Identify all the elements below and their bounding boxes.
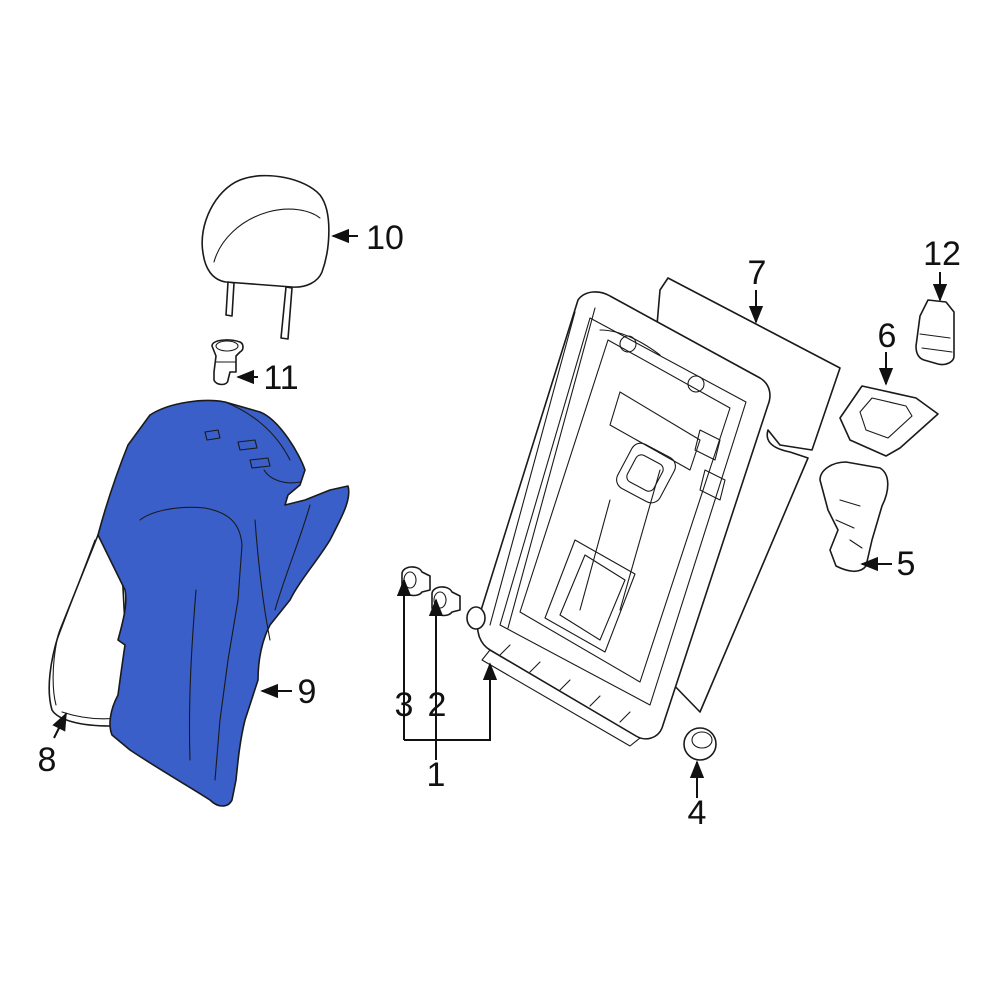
callout-9: 9 [298, 673, 317, 711]
callout-2: 2 [428, 686, 447, 724]
seat-frame[interactable] [466, 291, 771, 747]
callout-1: 1 [427, 756, 446, 794]
bolt-3[interactable] [401, 566, 431, 597]
bracket[interactable] [819, 461, 889, 573]
seat-back-pad[interactable] [97, 399, 350, 807]
callout-10: 10 [366, 219, 404, 257]
clip[interactable] [915, 299, 955, 366]
leader-lines [52, 228, 948, 798]
seat-cover[interactable] [48, 529, 131, 727]
callout-5: 5 [897, 545, 916, 583]
headrest-guide[interactable] [211, 339, 244, 386]
callout-6: 6 [878, 317, 897, 355]
callout-3: 3 [395, 686, 414, 724]
headrest[interactable] [201, 174, 330, 340]
seat-back-pad-fill [97, 399, 350, 807]
bezel[interactable] [839, 385, 939, 457]
callout-4: 4 [688, 794, 707, 832]
plug[interactable] [683, 727, 717, 761]
callout-7: 7 [748, 254, 767, 292]
callout-labels: 1 2 3 4 5 6 7 8 9 10 11 12 [38, 219, 961, 832]
callout-11: 11 [263, 359, 298, 397]
callout-8: 8 [38, 741, 57, 779]
callout-12: 12 [923, 235, 961, 273]
